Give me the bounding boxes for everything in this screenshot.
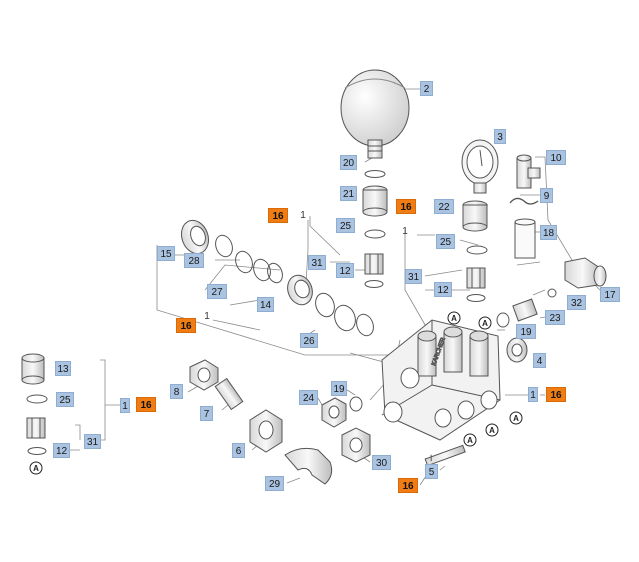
- part-oring-19a: [349, 396, 363, 412]
- callout-26: 26: [300, 333, 318, 348]
- callout-22: 22: [434, 199, 454, 214]
- callout-9: 9: [540, 188, 553, 203]
- callout-7: 7: [200, 406, 213, 421]
- callout-19-b: 19: [516, 324, 536, 339]
- callout-19-a: 19: [331, 381, 347, 396]
- part-nut-8: [189, 359, 219, 391]
- a-marker-labels: A A A A A A: [33, 314, 519, 473]
- a-marker-2: A: [482, 319, 488, 328]
- callout-16-f: 16: [398, 478, 418, 493]
- part-oring-12a: [364, 280, 384, 288]
- callout-18: 18: [540, 225, 557, 240]
- part-oring-12b: [466, 294, 486, 302]
- part-ring-28: [215, 234, 233, 258]
- a-marker-4: A: [467, 436, 473, 445]
- callout-24: 24: [299, 390, 318, 405]
- callout-8: 8: [170, 384, 183, 399]
- part-ring-15: [180, 219, 210, 255]
- part-pump-head-block: KARCHER: [381, 319, 501, 441]
- part-tube-18: [514, 218, 536, 259]
- a-marker-3: A: [513, 414, 519, 423]
- part-fitting-24: [321, 397, 347, 428]
- part-oring-25c: [26, 394, 48, 404]
- part-seal-27: [235, 250, 283, 284]
- part-accumulator-tank: [340, 69, 410, 159]
- callout-16-a: 16: [268, 208, 288, 223]
- callout-31-b: 31: [405, 269, 422, 284]
- callout-16-e: 16: [136, 397, 156, 412]
- callout-31-a: 31: [308, 255, 326, 270]
- callout-5: 5: [425, 464, 438, 479]
- part-oring-25a: [364, 229, 386, 239]
- callout-1-d: 1: [528, 387, 538, 402]
- part-seal-20: [364, 170, 386, 178]
- part-seal-26: [315, 292, 374, 337]
- callout-25-c: 25: [56, 392, 74, 407]
- callout-25-a: 25: [336, 218, 355, 233]
- part-cap-4: [506, 337, 528, 363]
- part-clip-9: [509, 197, 539, 205]
- a-marker-5: A: [489, 426, 495, 435]
- part-valve-insert-21: [362, 185, 388, 217]
- part-valve-31c: [26, 417, 46, 439]
- part-tee-fitting-10: [516, 154, 541, 189]
- callout-3: 3: [494, 129, 506, 144]
- callout-13: 13: [55, 361, 71, 376]
- part-valve-insert-22: [462, 200, 488, 232]
- callout-10: 10: [546, 150, 566, 165]
- part-valve-31a: [364, 253, 384, 275]
- a-marker-1: A: [451, 314, 457, 323]
- part-oring-25b: [466, 245, 488, 255]
- callout-12-c: 12: [53, 443, 70, 458]
- part-plug-13: [21, 353, 45, 385]
- callout-30: 30: [372, 455, 391, 470]
- part-fitting-30: [341, 427, 371, 463]
- callout-1-e: 1: [120, 398, 130, 413]
- callout-20: 20: [340, 155, 357, 170]
- callout-16-c: 16: [176, 318, 196, 333]
- callout-25-b: 25: [436, 234, 455, 249]
- part-seal-14: [287, 274, 313, 306]
- part-oring-19b: [496, 312, 510, 328]
- part-valve-17: [564, 257, 607, 289]
- callout-31-c: 31: [84, 434, 101, 449]
- callout-29: 29: [265, 476, 284, 491]
- part-oring-12c: [27, 447, 47, 455]
- a-marker-6: A: [33, 464, 39, 473]
- part-nipple-7: [214, 377, 244, 411]
- callout-2: 2: [420, 81, 433, 96]
- callout-17: 17: [600, 287, 620, 302]
- callout-21: 21: [340, 186, 357, 201]
- callout-32: 32: [567, 295, 586, 310]
- part-union-6: [249, 409, 283, 453]
- callout-16-d: 16: [546, 387, 566, 402]
- callout-4: 4: [533, 353, 546, 368]
- part-elbow-29: [284, 447, 333, 485]
- callout-16-b: 16: [396, 199, 416, 214]
- leader-lines: [58, 88, 601, 486]
- part-fitting-23: [512, 298, 538, 322]
- callout-12-a: 12: [336, 263, 354, 278]
- callout-15: 15: [157, 246, 175, 261]
- callout-23: 23: [545, 310, 565, 325]
- callout-27: 27: [207, 284, 227, 299]
- part-pressure-gauge: [461, 139, 499, 194]
- callout-12-b: 12: [434, 282, 452, 297]
- part-valve-31b: [466, 267, 486, 289]
- callout-1-b: 1: [402, 226, 408, 237]
- callout-1-c: 1: [204, 311, 210, 322]
- callout-28: 28: [184, 253, 204, 268]
- callout-1-a: 1: [300, 210, 306, 221]
- part-bolt-5: [424, 444, 466, 467]
- callout-6: 6: [232, 443, 245, 458]
- a-markers: [29, 311, 523, 475]
- part-washer-32: [547, 288, 557, 298]
- callout-14: 14: [257, 297, 274, 312]
